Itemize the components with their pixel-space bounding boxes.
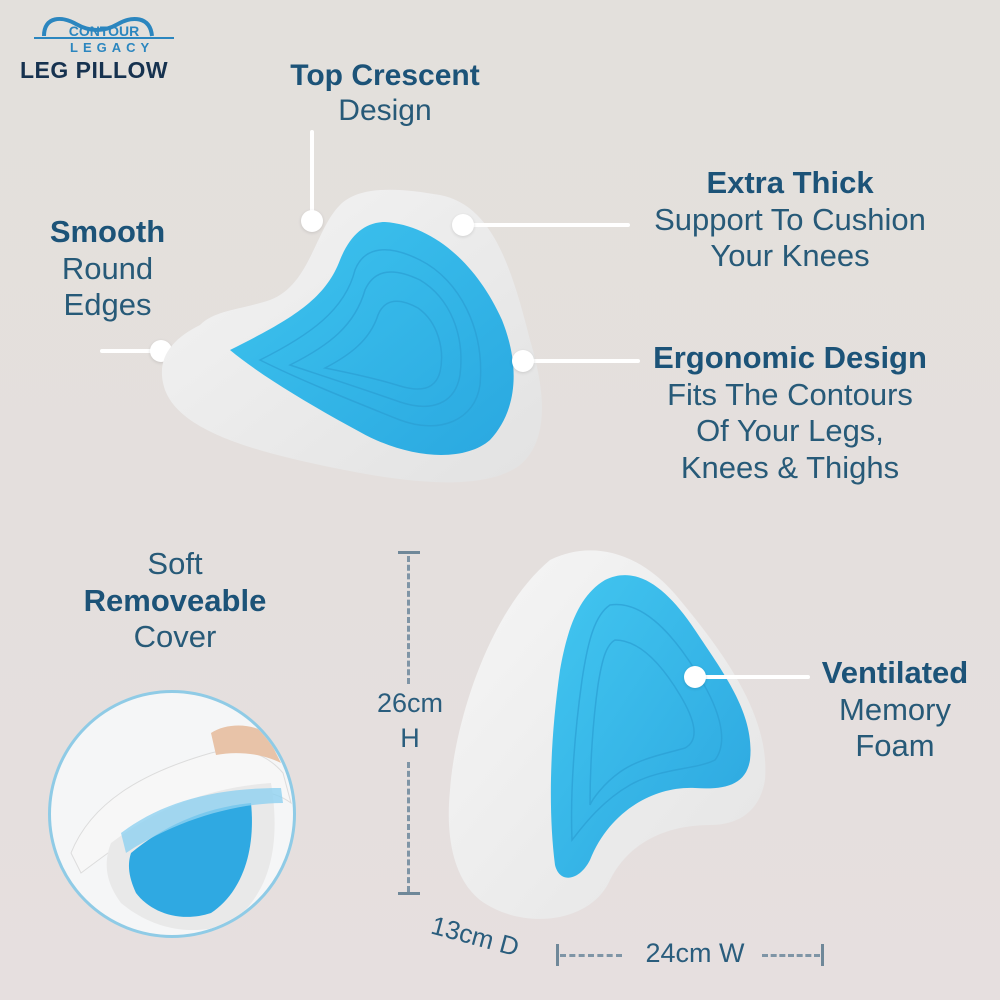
dimension-height: 26cm H	[360, 686, 460, 756]
feature-text: Round	[61, 250, 154, 286]
feature-title: Smooth	[49, 214, 166, 249]
feature-removeable-cover: Soft Removeable Cover	[60, 546, 290, 656]
feature-text: Fits The Contours	[667, 376, 913, 412]
leg-pillow-top-view	[161, 189, 542, 483]
product-title: LEG PILLOW	[20, 57, 169, 83]
dimension-cap	[556, 944, 559, 966]
svg-text:CONTOUR: CONTOUR	[69, 23, 140, 39]
feature-text: Foam	[855, 728, 935, 764]
brand-subtext: LEGACY	[70, 40, 155, 55]
pillow-cover-illustration	[70, 725, 292, 931]
feature-text: Cover	[133, 619, 217, 655]
height-dashed-line	[407, 556, 410, 684]
feature-text: Your Knees	[710, 238, 870, 274]
feature-text: Memory	[839, 691, 951, 727]
connector-dot	[301, 210, 323, 232]
feature-text: Design	[338, 94, 432, 128]
feature-text: Edges	[63, 287, 152, 323]
feature-top-crescent: Top Crescent Design	[270, 58, 500, 129]
dimension-width: 24cm W	[645, 938, 745, 968]
connector-line	[530, 359, 640, 363]
feature-title: Ergonomic Design	[653, 340, 927, 375]
width-dashed-line	[762, 954, 820, 957]
connector-dot	[512, 350, 534, 372]
feature-text: Of Your Legs,	[696, 413, 884, 449]
dimension-cap	[821, 944, 824, 966]
connector-dot	[452, 214, 474, 236]
feature-title: Top Crescent	[290, 59, 480, 92]
cover-inset-photo	[48, 690, 296, 938]
width-dashed-line	[560, 954, 622, 957]
connector-line	[470, 223, 630, 227]
dimension-cap	[398, 892, 420, 895]
feature-title: Ventilated	[821, 655, 969, 690]
feature-text: Knees & Thighs	[680, 449, 900, 485]
feature-title: Removeable	[83, 582, 267, 618]
connector-line	[100, 349, 160, 353]
feature-smooth-edges: Smooth Round Edges	[30, 214, 185, 324]
feature-ventilated: Ventilated Memory Foam	[810, 655, 980, 765]
feature-title: Extra Thick	[706, 165, 874, 200]
contour-logo-icon: CONTOUR	[34, 17, 174, 39]
connector-dot	[684, 666, 706, 688]
feature-extra-thick: Extra Thick Support To Cushion Your Knee…	[640, 165, 940, 275]
feature-text: Support To Cushion	[654, 201, 926, 237]
feature-ergonomic-design: Ergonomic Design Fits The Contours Of Yo…	[640, 340, 940, 486]
connector-line	[700, 675, 810, 679]
connector-line	[310, 130, 314, 222]
leg-pillow-front-view	[448, 550, 766, 919]
feature-text: Soft	[147, 546, 203, 581]
height-value: 26cm	[376, 688, 444, 718]
height-dashed-line	[407, 762, 410, 892]
dimension-cap	[398, 551, 420, 554]
brand-block: CONTOUR LEGACY LEG PILLOW	[20, 12, 190, 84]
height-unit: H	[400, 723, 420, 754]
